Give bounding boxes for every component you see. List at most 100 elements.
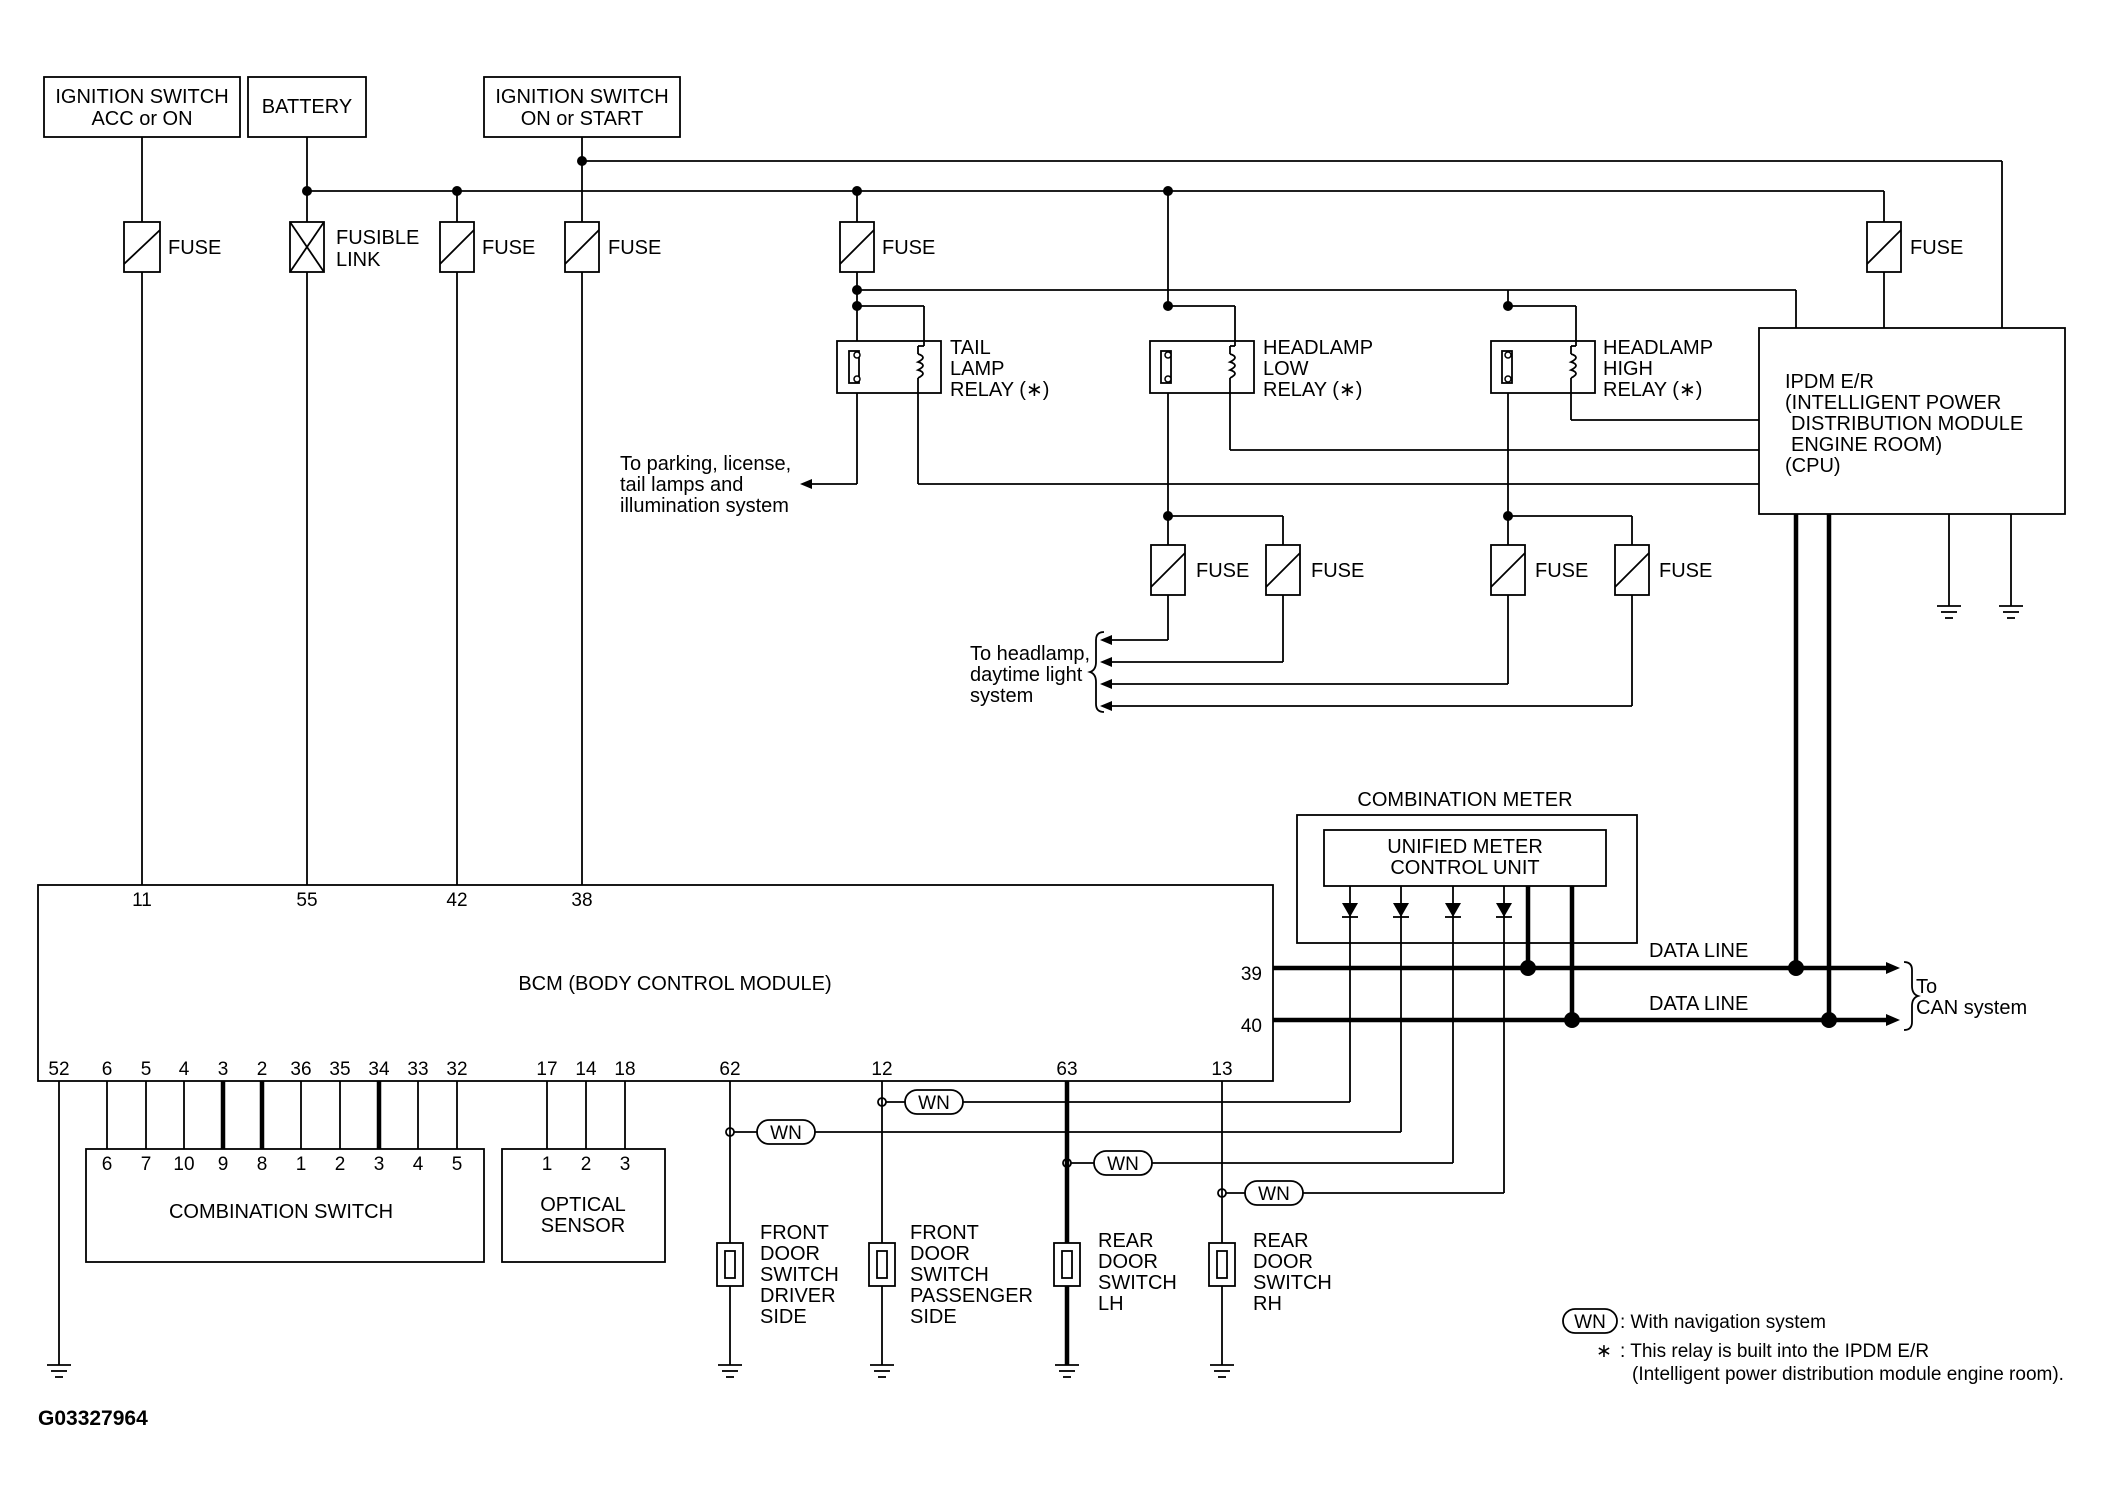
- power-wires: [141, 137, 2003, 885]
- svg-text:FUSE: FUSE: [1535, 560, 1588, 582]
- svg-text:FUSE: FUSE: [608, 237, 661, 259]
- svg-text:WN: WN: [1574, 1312, 1606, 1333]
- source-ignition-acc: IGNITION SWITCH ACC or ON: [43, 76, 241, 138]
- ground-icon: [1055, 1364, 1079, 1378]
- svg-text:To: To: [1916, 976, 1937, 998]
- svg-text:RELAY (∗): RELAY (∗): [1603, 379, 1702, 401]
- svg-text:∗: ∗: [1596, 1341, 1612, 1362]
- svg-text:39: 39: [1241, 964, 1262, 985]
- svg-text:illumination system: illumination system: [620, 495, 789, 517]
- svg-text:(Intelligent power distributio: (Intelligent power distribution module e…: [1632, 1364, 2064, 1385]
- source-ignition-on: IGNITION SWITCH ON or START: [483, 76, 681, 138]
- combination-meter: COMBINATION METER UNIFIED METER CONTROL …: [1296, 789, 1638, 944]
- svg-text:FUSE: FUSE: [1910, 237, 1963, 259]
- ipdm-grounds: [1937, 514, 2023, 619]
- svg-text:DATA LINE: DATA LINE: [1649, 993, 1748, 1015]
- svg-text:RH: RH: [1253, 1293, 1282, 1315]
- svg-text:35: 35: [329, 1059, 350, 1080]
- fuse-low-2: FUSE: [1265, 544, 1364, 596]
- source-battery: BATTERY: [247, 76, 367, 138]
- svg-text:DISTRIBUTION MODULE: DISTRIBUTION MODULE: [1791, 413, 2023, 435]
- svg-text:6: 6: [102, 1154, 113, 1175]
- ground-icon: [1999, 605, 2023, 619]
- svg-text:COMBINATION METER: COMBINATION METER: [1357, 789, 1572, 811]
- svg-text:: This relay is built into the: : This relay is built into the IPDM E/R: [1620, 1341, 1929, 1362]
- svg-text:SWITCH: SWITCH: [910, 1264, 989, 1286]
- svg-text:To parking, license,: To parking, license,: [620, 453, 791, 475]
- fuse-low-1: FUSE: [1150, 544, 1249, 596]
- svg-text:10: 10: [173, 1154, 194, 1175]
- fuse-ign-38: FUSE: [564, 221, 661, 273]
- fuse-tail-relay: FUSE: [839, 221, 935, 273]
- bcm-module: BCM (BODY CONTROL MODULE) 11 55 42 38 39…: [37, 884, 1274, 1082]
- svg-text:3: 3: [620, 1154, 631, 1175]
- svg-text:2: 2: [257, 1059, 268, 1080]
- svg-text:LOW: LOW: [1263, 358, 1309, 380]
- ground-icon: [1937, 605, 1961, 619]
- svg-text:TAIL: TAIL: [950, 337, 991, 359]
- svg-text:PASSENGER: PASSENGER: [910, 1285, 1033, 1307]
- bcm-bottom-wires: [58, 1081, 1223, 1365]
- svg-text:(CPU): (CPU): [1785, 455, 1841, 477]
- svg-text:34: 34: [368, 1059, 390, 1080]
- fuse-high-1: FUSE: [1490, 544, 1588, 596]
- svg-text:UNIFIED METER: UNIFIED METER: [1387, 836, 1543, 858]
- ipdm-er-module: IPDM E/R (INTELLIGENT POWER DISTRIBUTION…: [1758, 327, 2066, 515]
- bottom-grounds: [47, 1364, 1234, 1378]
- svg-text:FRONT: FRONT: [760, 1222, 829, 1244]
- ground-icon: [47, 1364, 71, 1378]
- svg-text:tail lamps and: tail lamps and: [620, 474, 743, 496]
- svg-text:RELAY (∗): RELAY (∗): [1263, 379, 1362, 401]
- junction-dots: [302, 156, 1513, 521]
- svg-text:WN: WN: [1107, 1154, 1139, 1175]
- front-door-switch-passenger: FRONT DOOR SWITCH PASSENGER SIDE: [868, 1222, 1033, 1328]
- svg-text:WN: WN: [1258, 1184, 1290, 1205]
- svg-text:12: 12: [871, 1059, 892, 1080]
- svg-text:62: 62: [719, 1059, 740, 1080]
- svg-text:3: 3: [374, 1154, 385, 1175]
- svg-text:ENGINE ROOM): ENGINE ROOM): [1791, 434, 1942, 456]
- headlamp-note: To headlamp, daytime light system: [970, 643, 1090, 707]
- svg-text:HEADLAMP: HEADLAMP: [1263, 337, 1373, 359]
- svg-text:IGNITION SWITCH: IGNITION SWITCH: [495, 86, 668, 108]
- fusible-link: FUSIBLE LINK: [289, 221, 419, 273]
- svg-text:38: 38: [571, 890, 592, 911]
- svg-text:IGNITION SWITCH: IGNITION SWITCH: [55, 86, 228, 108]
- can-data-lines: DATA LINE DATA LINE To CAN system: [1273, 514, 2027, 1031]
- svg-text:FUSE: FUSE: [482, 237, 535, 259]
- fuse-high-2: FUSE: [1614, 544, 1712, 596]
- ground-icon: [1210, 1364, 1234, 1378]
- svg-text:63: 63: [1056, 1059, 1077, 1080]
- svg-text:1: 1: [296, 1154, 307, 1175]
- meter-door-inputs: WN WN WN WN: [725, 886, 1512, 1206]
- svg-text:32: 32: [446, 1059, 467, 1080]
- svg-text:CAN system: CAN system: [1916, 997, 2027, 1019]
- svg-text:FUSE: FUSE: [168, 237, 221, 259]
- tail-lamp-relay: TAIL LAMP RELAY (∗): [836, 337, 1049, 401]
- svg-text:17: 17: [536, 1059, 557, 1080]
- svg-text:FUSE: FUSE: [882, 237, 935, 259]
- headlamp-high-relay: HEADLAMP HIGH RELAY (∗): [1490, 337, 1713, 401]
- svg-text:11: 11: [132, 890, 152, 911]
- svg-text:1: 1: [542, 1154, 553, 1175]
- svg-text:SENSOR: SENSOR: [541, 1215, 625, 1237]
- svg-text:42: 42: [446, 890, 467, 911]
- svg-text:4: 4: [179, 1059, 190, 1080]
- svg-text:CONTROL UNIT: CONTROL UNIT: [1390, 857, 1539, 879]
- svg-text:55: 55: [296, 890, 317, 911]
- svg-text:REAR: REAR: [1098, 1230, 1154, 1252]
- svg-text:FUSE: FUSE: [1311, 560, 1364, 582]
- svg-text:4: 4: [413, 1154, 424, 1175]
- svg-text:: With navigation system: : With navigation system: [1620, 1312, 1826, 1333]
- svg-text:2: 2: [581, 1154, 592, 1175]
- svg-text:FRONT: FRONT: [910, 1222, 979, 1244]
- svg-text:DATA LINE: DATA LINE: [1649, 940, 1748, 962]
- svg-text:DOOR: DOOR: [760, 1243, 820, 1265]
- relay-wires: [800, 393, 1759, 566]
- svg-text:IPDM E/R: IPDM E/R: [1785, 371, 1874, 393]
- svg-text:8: 8: [257, 1154, 268, 1175]
- svg-text:DOOR: DOOR: [910, 1243, 970, 1265]
- svg-text:SIDE: SIDE: [910, 1306, 957, 1328]
- svg-text:OPTICAL: OPTICAL: [540, 1194, 626, 1216]
- svg-text:6: 6: [102, 1059, 113, 1080]
